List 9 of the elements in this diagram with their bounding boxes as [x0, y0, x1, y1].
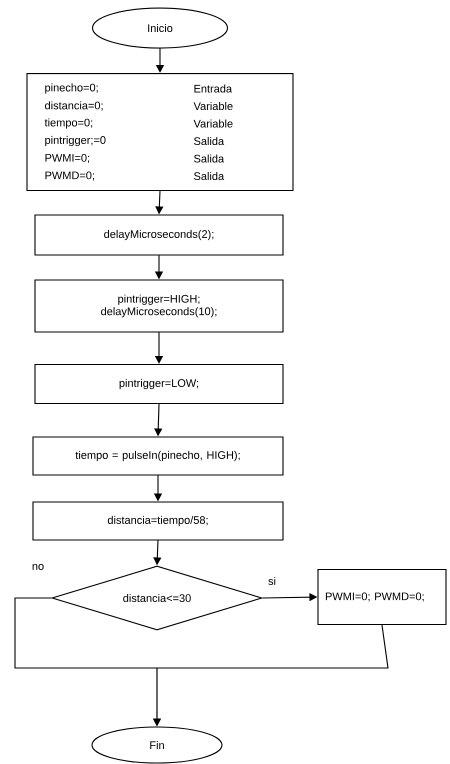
process-box: tiempo = pulseIn(pinecho, HIGH); [32, 436, 284, 476]
process-box: PWMI=0; PWMD=0; [317, 568, 447, 626]
edge-label: si [268, 576, 276, 586]
edge-label: no [32, 564, 44, 570]
process-box: pintrigger=LOW; [34, 364, 284, 404]
process-box: pinecho=0; Entrada distancia=0; Variable tiempo=0; Variable pintrigger;=0 Salida PWMI=0; Salida PWMD=0; Salida [26, 72, 294, 192]
process-box: pintrigger=HIGH; delayMicroseconds(10); [34, 279, 284, 333]
process-box: distancia=tiempo/58; [32, 501, 284, 541]
process-box: delayMicroseconds(2); [34, 214, 284, 256]
